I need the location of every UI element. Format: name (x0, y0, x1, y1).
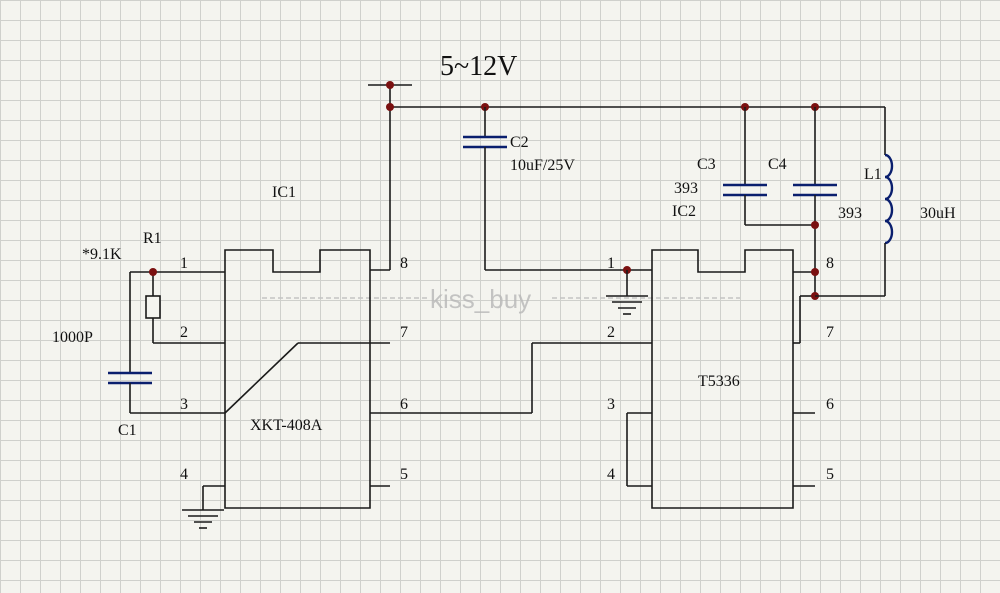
l1-inductor: L1 30uH (815, 107, 956, 297)
svg-text:4: 4 (607, 466, 615, 483)
svg-text:L1: L1 (864, 166, 882, 183)
svg-text:393: 393 (838, 205, 862, 222)
svg-text:C4: C4 (768, 156, 787, 173)
ic2-part: T5336 (698, 373, 740, 390)
svg-text:7: 7 (400, 324, 408, 341)
svg-text:6: 6 (400, 396, 408, 413)
c1-capacitor: 1000P C1 (52, 272, 225, 439)
supply-voltage-label: 5~12V (440, 51, 517, 82)
signal-wire (531, 342, 652, 413)
svg-text:7: 7 (826, 324, 834, 341)
svg-text:C1: C1 (118, 422, 137, 439)
svg-text:1000P: 1000P (52, 329, 93, 346)
svg-text:C2: C2 (510, 134, 529, 151)
svg-text:2: 2 (180, 324, 188, 341)
c3-capacitor: C3 393 (674, 103, 815, 226)
svg-text:3: 3 (180, 396, 188, 413)
svg-text:4: 4 (180, 466, 188, 483)
supply-terminal: 5~12V (368, 51, 885, 271)
svg-text:C3: C3 (697, 156, 716, 173)
svg-text:1: 1 (607, 255, 615, 272)
ic2-ref: IC2 (672, 203, 696, 220)
watermark: kiss_buy (262, 284, 740, 314)
ic2-chip: IC2 T5336 (626, 203, 815, 509)
ic1-pin-labels: 1 2 3 4 8 7 6 5 (180, 255, 408, 483)
svg-text:5: 5 (400, 466, 408, 483)
ic1-ref: IC1 (272, 184, 296, 201)
svg-text:6: 6 (826, 396, 834, 413)
svg-text:3: 3 (607, 396, 615, 413)
ground-symbol (182, 485, 225, 529)
svg-text:*9.1K: *9.1K (82, 246, 122, 263)
svg-text:10uF/25V: 10uF/25V (510, 157, 575, 174)
svg-text:8: 8 (400, 255, 408, 272)
ground-symbol (606, 270, 648, 315)
c4-capacitor: C4 393 (768, 103, 862, 300)
ic2-pin-labels: 1 2 3 4 8 7 6 5 (607, 255, 834, 483)
c2-capacitor: C2 10uF/25V (463, 103, 652, 274)
svg-text:30uH: 30uH (920, 205, 956, 222)
ic1-chip: IC1 XKT-408A (224, 184, 532, 509)
svg-text:8: 8 (826, 255, 834, 272)
r1-resistor: R1 *9.1K (82, 230, 225, 344)
svg-text:2: 2 (607, 324, 615, 341)
svg-text:393: 393 (674, 180, 698, 197)
ic1-part: XKT-408A (250, 417, 323, 434)
svg-text:1: 1 (180, 255, 188, 272)
svg-text:R1: R1 (143, 230, 162, 247)
svg-text:kiss_buy: kiss_buy (430, 284, 531, 314)
svg-text:5: 5 (826, 466, 834, 483)
